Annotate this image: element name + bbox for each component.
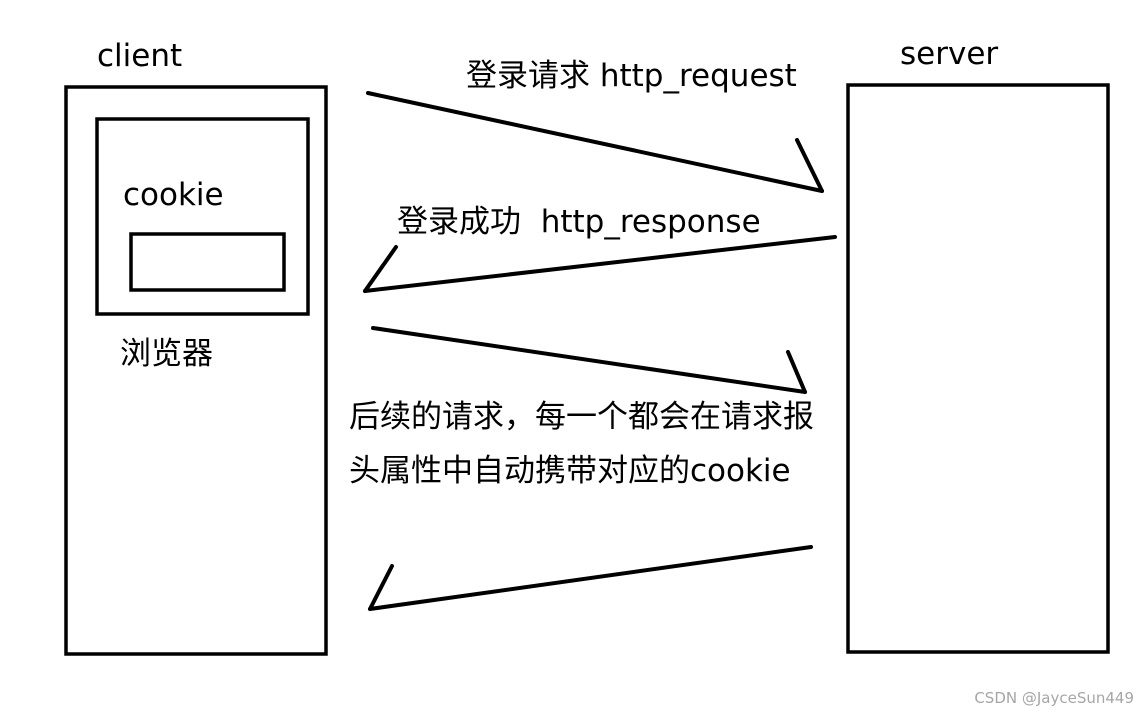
- client-title: client: [97, 38, 182, 74]
- cookie-storage-box: [129, 232, 286, 292]
- login-response-arrow-head: [363, 245, 398, 293]
- subsequent-note-line-1: 后续的请求，每一个都会在请求报: [349, 399, 814, 435]
- login-request-arrow: [366, 91, 824, 193]
- browser-label: 浏览器: [120, 336, 213, 372]
- server-title: server: [900, 36, 998, 72]
- subsequent-request-arrow-head: [786, 350, 807, 394]
- login-request-label: 登录请求 http_request: [466, 58, 797, 94]
- login-response-arrow-shaft: [363, 235, 837, 293]
- subsequent-response-arrow-head: [368, 564, 394, 611]
- login-request-arrow-shaft: [366, 91, 824, 193]
- watermark: CSDN @JayceSun449: [974, 689, 1134, 707]
- subsequent-note-line-2: 头属性中自动携带对应的cookie: [349, 453, 791, 489]
- arrows: [363, 91, 837, 611]
- login-response-arrow: [363, 235, 837, 293]
- server-box: [846, 83, 1110, 654]
- boxes: [64, 83, 1110, 656]
- login-request-arrow-head: [795, 138, 824, 193]
- login-response-label: 登录成功 http_response: [397, 204, 761, 240]
- subsequent-request-arrow: [371, 326, 807, 394]
- cookie-label: cookie: [123, 177, 224, 213]
- subsequent-request-arrow-shaft: [371, 326, 807, 394]
- subsequent-response-arrow-shaft: [368, 545, 813, 611]
- client-box: [64, 85, 328, 656]
- subsequent-response-arrow: [368, 545, 813, 611]
- browser-box: [95, 117, 310, 316]
